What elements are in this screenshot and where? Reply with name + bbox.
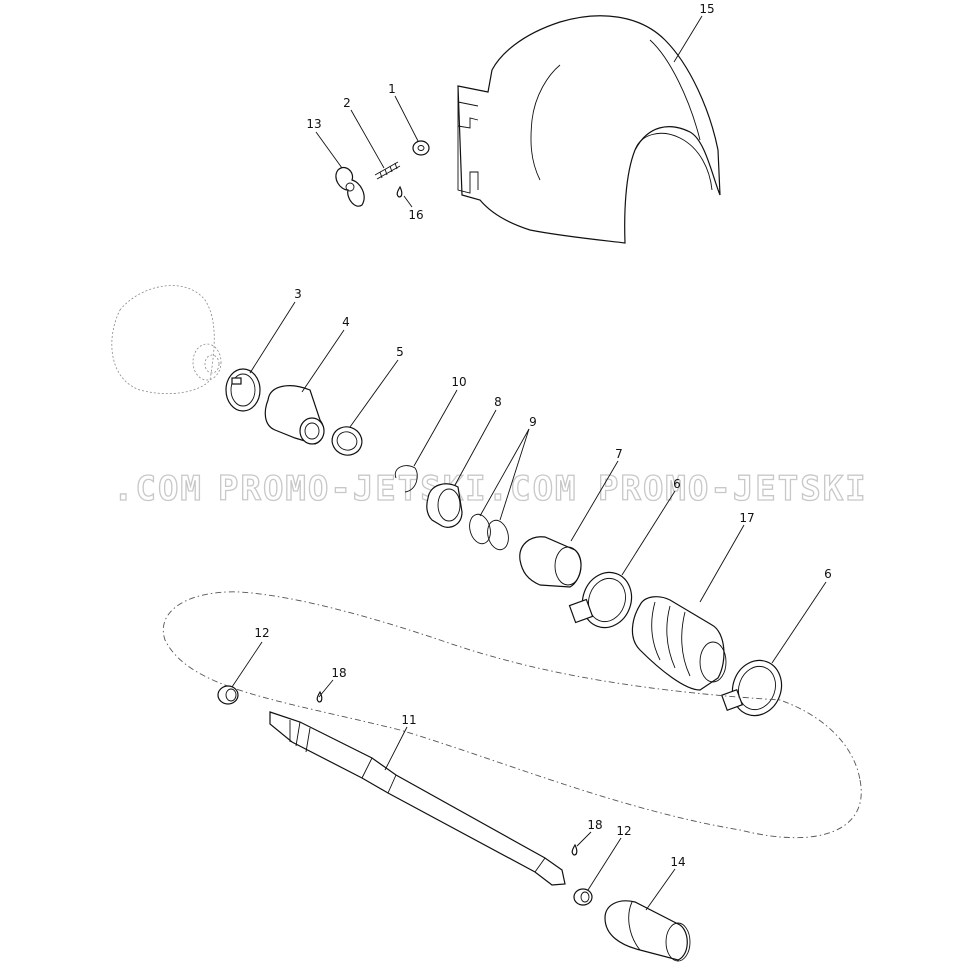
callout-11: 11	[401, 713, 416, 727]
watermark-segment-2: PROMO-JETSKI.COM	[218, 469, 578, 509]
callout-18-lower: 18	[587, 818, 602, 832]
ghost-housing	[111, 285, 222, 395]
callout-14: 14	[670, 855, 685, 869]
part-3-clamp	[225, 368, 261, 412]
part-18-grease-drop-lower	[571, 843, 578, 856]
part-4-boot	[264, 385, 325, 445]
part-12-nut-lower	[573, 888, 593, 906]
part-10-snap-ring	[394, 465, 418, 493]
part-1-washer	[412, 140, 430, 156]
part-15-cover	[457, 15, 721, 244]
callout-9: 9	[529, 415, 537, 429]
callout-13: 13	[306, 117, 321, 131]
callout-16: 16	[408, 208, 423, 222]
watermark-segment-1: .COM	[113, 469, 203, 509]
part-14-end-sleeve	[604, 900, 691, 962]
part-12-nut-upper	[217, 685, 239, 705]
part-16-grease-drop	[396, 185, 403, 198]
part-8-bearing	[426, 483, 463, 528]
part-11-driveshaft	[269, 711, 566, 886]
part-6-hose-clamp-upper	[568, 571, 633, 629]
callout-15: 15	[699, 2, 714, 16]
callouts: 1 2 13 16 15 3 4 5 10 8 9 7 6 17 6 12 18…	[254, 2, 831, 869]
callout-12-upper: 12	[254, 626, 269, 640]
callout-18-upper: 18	[331, 666, 346, 680]
part-5-ring	[331, 426, 363, 456]
callout-2: 2	[343, 96, 351, 110]
callout-3: 3	[294, 287, 302, 301]
leader-lines	[231, 15, 827, 911]
part-17-bellows	[631, 596, 727, 691]
callout-12-lower: 12	[616, 824, 631, 838]
callout-17: 17	[739, 511, 754, 525]
callout-1: 1	[388, 82, 396, 96]
callout-8: 8	[494, 395, 502, 409]
callout-7: 7	[615, 447, 623, 461]
part-13-wing-nut	[335, 166, 365, 207]
callout-10: 10	[451, 375, 466, 389]
assembly-outline	[162, 591, 862, 839]
part-7-sleeve	[519, 536, 582, 588]
part-2-spring	[374, 161, 401, 180]
watermark-segment-3: PROMO-JETSKI	[598, 469, 868, 509]
part-6-hose-clamp-lower	[720, 659, 783, 717]
callout-5: 5	[396, 345, 404, 359]
callout-6-upper: 6	[673, 477, 681, 491]
callout-6-lower: 6	[824, 567, 832, 581]
part-9-o-rings	[469, 513, 509, 551]
watermark: .COM PROMO-JETSKI.COM PROMO-JETSKI	[112, 468, 868, 509]
callout-4: 4	[342, 315, 350, 329]
